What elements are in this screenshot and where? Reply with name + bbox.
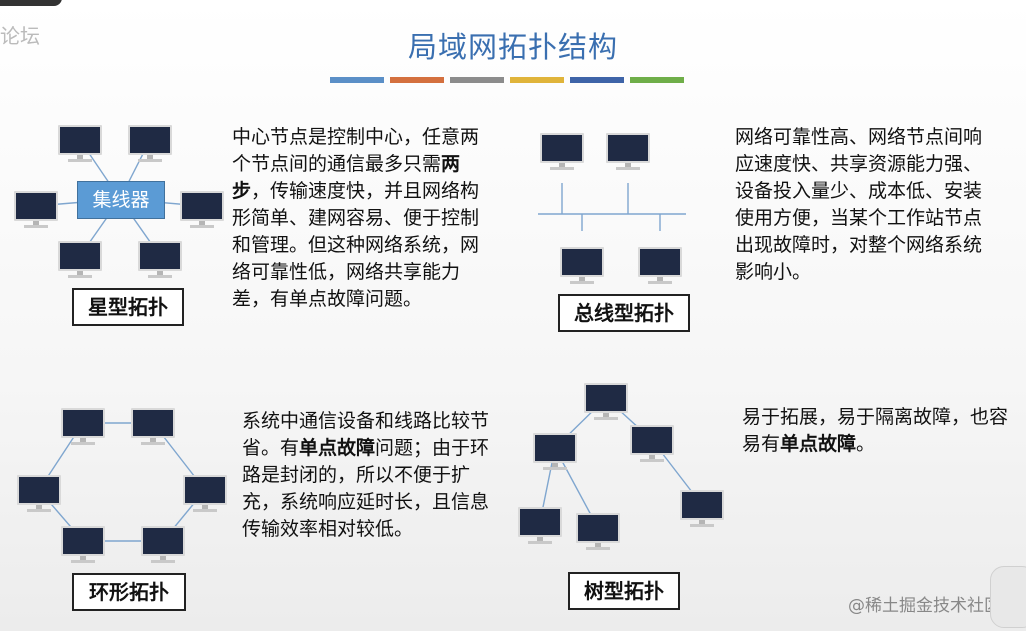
star-computer-3-icon bbox=[14, 191, 58, 228]
star-desc-part-2: 两步 bbox=[232, 153, 461, 202]
tree-computer-1-icon bbox=[584, 383, 628, 420]
bus-topology-label: 总线型拓扑 bbox=[558, 294, 690, 332]
star-computer-4-icon bbox=[180, 191, 224, 228]
ring-computer-1-icon bbox=[61, 408, 105, 445]
tree-computer-4-icon bbox=[518, 507, 562, 544]
watermark: @稀土掘金技术社区 bbox=[848, 596, 1001, 616]
accent-bar-2 bbox=[390, 77, 444, 83]
tree-desc-part-3: 。 bbox=[856, 433, 876, 455]
star-desc-part-3: ，传输速度快，并且网络构形简单、建网容易、便于控制和管理。但这种网络系统，网络可… bbox=[232, 180, 480, 310]
star-computer-1-icon bbox=[58, 125, 102, 162]
bus-desc-part-1: 网络可靠性高、网络节点间响应速度快、共享资源能力强、设备投入量少、成本低、安装使… bbox=[735, 126, 983, 283]
ring-computer-5-icon bbox=[61, 526, 105, 563]
page-title: 局域网拓扑结构 bbox=[407, 30, 618, 64]
tree-desc-part-1: 易于拓展，易于隔离故障，也容易有 bbox=[742, 406, 1009, 455]
title-accent-bars bbox=[330, 77, 684, 83]
scroll-handle[interactable] bbox=[990, 566, 1026, 628]
accent-bar-1 bbox=[330, 77, 384, 83]
accent-bar-5 bbox=[570, 77, 624, 83]
star-description: 中心节点是控制中心，任意两个节点间的通信最多只需两步，传输速度快，并且网络构形简… bbox=[232, 124, 484, 313]
star-desc-part-1: 中心节点是控制中心，任意两个节点间的通信最多只需 bbox=[232, 126, 480, 175]
watermark-top: 论坛 bbox=[0, 24, 40, 48]
ring-computer-4-icon bbox=[141, 526, 185, 563]
tree-description: 易于拓展，易于隔离故障，也容易有单点故障。 bbox=[742, 404, 1012, 458]
star-computer-2-icon bbox=[128, 125, 172, 162]
accent-bar-4 bbox=[510, 77, 564, 83]
tree-computer-5-icon bbox=[576, 513, 620, 550]
ring-desc-part-3: 问题；由于环路是封闭的，所以不便于扩充，系统响应延时长，且信息传输效率相对较低。 bbox=[242, 437, 490, 540]
accent-bar-6 bbox=[630, 77, 684, 83]
ring-computer-2-icon bbox=[131, 408, 175, 445]
window-corner-tab bbox=[0, 0, 62, 6]
accent-bar-3 bbox=[450, 77, 504, 83]
tree-desc-part-2: 单点故障 bbox=[780, 433, 857, 455]
bus-description: 网络可靠性高、网络节点间响应速度快、共享资源能力强、设备投入量少、成本低、安装使… bbox=[735, 124, 985, 286]
ring-computer-3-icon bbox=[183, 475, 227, 512]
tree-computer-6-icon bbox=[680, 490, 724, 527]
star-computer-6-icon bbox=[138, 241, 182, 278]
star-computer-5-icon bbox=[58, 241, 102, 278]
bus-computer-3-icon bbox=[560, 247, 604, 284]
tree-topology-label: 树型拓扑 bbox=[568, 572, 680, 610]
bus-computer-1-icon bbox=[540, 133, 584, 170]
ring-description: 系统中通信设备和线路比较节省。有单点故障问题；由于环路是封闭的，所以不便于扩充，… bbox=[242, 408, 502, 543]
tree-computer-3-icon bbox=[630, 425, 674, 462]
tree-computer-2-icon bbox=[533, 433, 577, 470]
ring-computer-6-icon bbox=[17, 475, 61, 512]
ring-desc-part-2: 单点故障 bbox=[299, 437, 376, 459]
hub-box: 集线器 bbox=[77, 181, 165, 219]
ring-topology-label: 环形拓扑 bbox=[72, 573, 186, 611]
star-topology-label: 星型拓扑 bbox=[72, 288, 184, 326]
bus-computer-4-icon bbox=[638, 247, 682, 284]
ring-desc-part-1: 系统中通信设备和线路比较节省。有 bbox=[242, 410, 490, 459]
bus-computer-2-icon bbox=[606, 133, 650, 170]
